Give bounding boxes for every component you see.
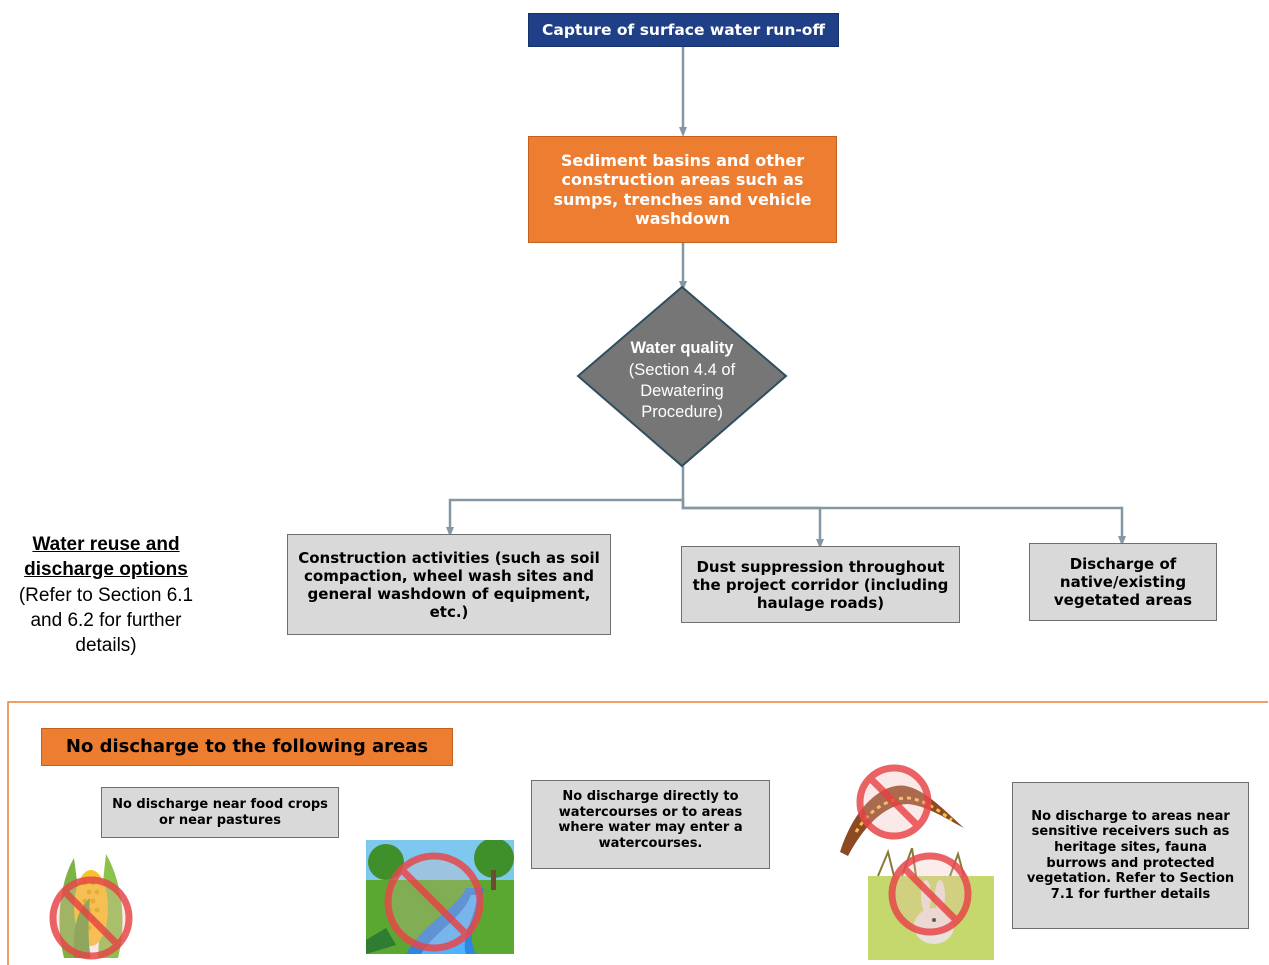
reuse-note: (Refer to Section 6.1 and 6.2 for furthe… bbox=[18, 584, 194, 657]
boomerang-prohibited-image bbox=[840, 764, 964, 856]
corn-prohibited-image bbox=[49, 854, 133, 960]
no-discharge-sensitive: No discharge to areas near sensitive rec… bbox=[1012, 782, 1249, 929]
no-discharge-watercourses: No discharge directly to watercourses or… bbox=[531, 780, 770, 869]
water-quality-text: Water quality (Section 4.4 of Dewatering… bbox=[610, 336, 754, 426]
option-vegetated: Discharge of native/existing vegetated a… bbox=[1029, 543, 1217, 621]
option-dust-label: Dust suppression throughout the project … bbox=[692, 557, 949, 612]
option-vegetated-label: Discharge of native/existing vegetated a… bbox=[1053, 555, 1193, 609]
prohibited-icon bbox=[856, 764, 932, 840]
river-prohibited-image bbox=[366, 840, 514, 954]
no-discharge-crops: No discharge near food crops or near pas… bbox=[101, 787, 339, 838]
river-landscape-icon bbox=[366, 840, 514, 954]
sediment-box: Sediment basins and other construction a… bbox=[528, 136, 837, 243]
water-quality-title: Water quality bbox=[630, 339, 734, 358]
arrow-to-construction bbox=[446, 466, 685, 537]
no-discharge-frame bbox=[7, 701, 1268, 965]
prohibited-icon bbox=[384, 852, 484, 952]
arrow-to-dust bbox=[681, 500, 824, 549]
rabbit-prohibited-image bbox=[868, 848, 994, 960]
capture-label: Capture of surface water run-off bbox=[541, 20, 825, 39]
option-construction: Construction activities (such as soil co… bbox=[287, 534, 611, 635]
no-discharge-crops-label: No discharge near food crops or near pas… bbox=[112, 796, 328, 828]
option-dust: Dust suppression throughout the project … bbox=[681, 546, 960, 623]
prohibited-icon bbox=[888, 852, 972, 936]
capture-box: Capture of surface water run-off bbox=[528, 13, 839, 47]
prohibited-icon bbox=[49, 876, 133, 960]
arrow-to-vegetated bbox=[681, 500, 1126, 546]
water-quality-detail: (Section 4.4 of Dewatering Procedure) bbox=[628, 360, 736, 422]
reuse-heading-line2: discharge options bbox=[24, 559, 188, 581]
sediment-label: Sediment basins and other construction a… bbox=[553, 151, 812, 228]
no-discharge-title: No discharge to the following areas bbox=[41, 728, 453, 766]
no-discharge-title-label: No discharge to the following areas bbox=[65, 736, 429, 758]
no-discharge-sensitive-label: No discharge to areas near sensitive rec… bbox=[1026, 808, 1235, 902]
no-discharge-watercourses-label: No discharge directly to watercourses or… bbox=[558, 789, 743, 851]
option-construction-label: Construction activities (such as soil co… bbox=[298, 548, 600, 621]
boomerang-icon bbox=[840, 785, 964, 856]
reuse-heading: Water reuse and discharge options (Refer… bbox=[8, 532, 204, 658]
reuse-heading-line1: Water reuse and bbox=[32, 534, 180, 555]
decision-diamond bbox=[576, 285, 788, 468]
